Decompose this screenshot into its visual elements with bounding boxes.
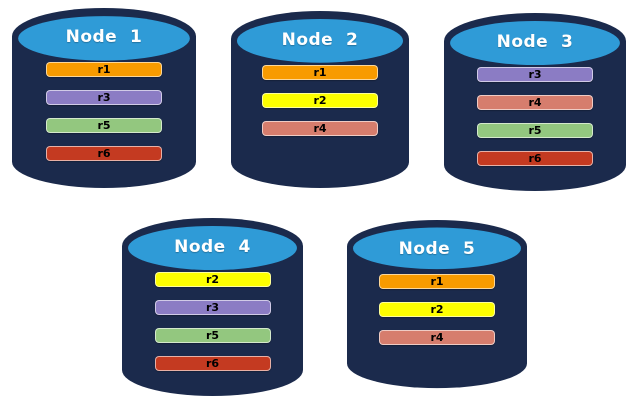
row-list: r1 r3 r5 r6 bbox=[46, 62, 162, 161]
row-r2: r2 bbox=[154, 272, 271, 287]
row-r1: r1 bbox=[379, 274, 495, 289]
node-3-cylinder: Node 3 r3 r4 r5 r6 bbox=[444, 13, 626, 193]
row-r5: r5 bbox=[46, 118, 162, 133]
row-r4: r4 bbox=[379, 330, 495, 345]
row-r3: r3 bbox=[46, 90, 162, 105]
row-r4: r4 bbox=[262, 121, 378, 136]
row-list: r1 r2 r4 bbox=[262, 65, 378, 136]
node-title: Node 2 bbox=[281, 30, 359, 50]
row-r4: r4 bbox=[477, 95, 593, 110]
row-r6: r6 bbox=[477, 151, 593, 166]
row-r2: r2 bbox=[379, 302, 495, 317]
node-title: Node 4 bbox=[174, 237, 251, 257]
row-r6: r6 bbox=[46, 146, 162, 161]
node-4-cylinder: Node 4 r2 r3 r5 r6 bbox=[122, 218, 303, 398]
row-r3: r3 bbox=[477, 67, 593, 82]
row-r3: r3 bbox=[154, 300, 271, 315]
node-2-cylinder: Node 2 r1 r2 r4 bbox=[231, 11, 409, 190]
row-r5: r5 bbox=[154, 328, 271, 343]
row-r1: r1 bbox=[262, 65, 378, 80]
node-1-cylinder: Node 1 r1 r3 r5 r6 bbox=[12, 8, 196, 190]
node-title: Node 3 bbox=[496, 32, 574, 52]
node-title: Node 1 bbox=[65, 27, 143, 47]
row-list: r3 r4 r5 r6 bbox=[477, 67, 593, 166]
row-r2: r2 bbox=[262, 93, 378, 108]
row-r5: r5 bbox=[477, 123, 593, 138]
row-r6: r6 bbox=[154, 356, 271, 371]
node-title: Node 5 bbox=[398, 239, 476, 259]
row-r1: r1 bbox=[46, 62, 162, 77]
row-list: r2 r3 r5 r6 bbox=[154, 272, 271, 371]
node-5-cylinder: Node 5 r1 r2 r4 bbox=[347, 220, 527, 390]
row-list: r1 r2 r4 bbox=[379, 274, 495, 345]
